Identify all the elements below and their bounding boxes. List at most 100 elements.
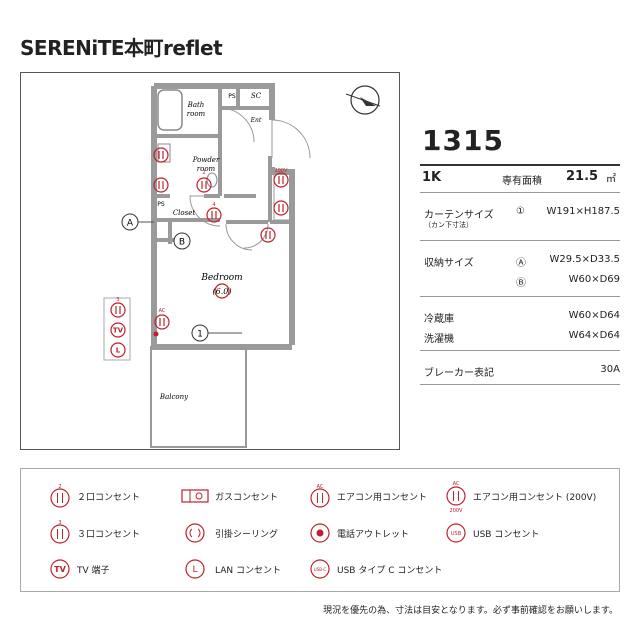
breaker-label: ブレーカー表記 (424, 368, 494, 379)
unit-number: 1315 (422, 124, 504, 157)
label-bath-room: room (187, 110, 206, 118)
kitchen-counter (273, 171, 291, 221)
tv-label: TV (113, 327, 124, 335)
storage-marker-b: B (173, 232, 191, 250)
legend-phone-outlet: 電話アウトレット (337, 530, 410, 540)
label-closet: Closet (173, 209, 196, 217)
label-bath: Bath (187, 101, 205, 109)
curtain-value: W191×H187.5 (546, 206, 620, 217)
tv-terminal-icon (110, 322, 126, 338)
storage-label: 収納サイズ (424, 258, 474, 269)
svg-text:L: L (192, 565, 197, 575)
svg-text:2: 2 (58, 484, 61, 490)
label-powder: Powder (192, 156, 220, 164)
svg-text:3: 3 (58, 520, 61, 526)
area-label: 専有面積 (502, 176, 542, 187)
bathtub (157, 89, 183, 131)
ac-200v-outlet-icon (273, 172, 289, 188)
spec-divider (420, 240, 620, 241)
curtain-marker-1: 1 (191, 324, 242, 342)
label-ent: Ent (250, 117, 262, 124)
area-value: 21.5 (566, 169, 599, 184)
svg-text:200V: 200V (450, 508, 464, 514)
outlet-4-icon (206, 207, 222, 223)
legend-ceiling-hook: 引掛シーリング (215, 530, 279, 540)
fridge-value: W60×D64 (568, 310, 620, 321)
area-unit: ㎡ (606, 174, 616, 185)
disclaimer-note: 現況を優先の為、寸法は目安となります。必ず事前確認をお願いします。 (323, 606, 618, 616)
curtain-marker: ① (516, 206, 525, 217)
breaker-value: 30A (600, 364, 620, 375)
tv-terminal-icon: TV (50, 559, 70, 579)
outlet-3-icon: 3 (50, 520, 70, 544)
spec-divider (420, 350, 620, 351)
floor-plan-frame (20, 72, 400, 450)
lan-outlet-icon: L (185, 559, 205, 579)
phone-outlet-icon (153, 331, 159, 337)
inner-walls (154, 86, 292, 244)
storage-a-value: W29.5×D33.5 (549, 254, 621, 265)
svg-text:1: 1 (197, 330, 203, 340)
outlet-2-icon: 2 (50, 484, 70, 508)
spec-divider (420, 296, 620, 297)
north-arrow-icon (345, 85, 381, 115)
legend-outlet-2: ２口コンセント (77, 493, 141, 503)
fridge-label: 冷蔵庫 (424, 314, 454, 325)
label-balcony: Balcony (159, 393, 189, 401)
wall-panel (103, 297, 131, 361)
legend-ac-200v-outlet: エアコン用コンセント (200V) (473, 493, 597, 503)
legend-tv-terminal: TV 端子 (77, 566, 110, 576)
svg-text:A: A (127, 219, 134, 229)
outlet-2-icon (273, 200, 289, 216)
label-ps-2: PS (157, 201, 165, 208)
svg-text:AC: AC (453, 481, 460, 487)
svg-text:B: B (179, 238, 185, 248)
legend-panel: 2 ２口コンセント ガスコンセント AC エアコン用コンセント AC 200V … (20, 468, 620, 592)
spec-divider (420, 384, 620, 385)
balcony (150, 346, 247, 448)
lan-outlet-icon (110, 342, 126, 358)
outlet-2-icon (153, 147, 169, 163)
outlet-num-3: 3 (116, 297, 119, 303)
curtain-note: （カン下寸法） (424, 221, 473, 229)
curtain-label: カーテンサイズ (424, 210, 494, 221)
outlet-3-icon (110, 302, 126, 318)
label-powder-room: room (197, 165, 216, 173)
ac-200v-outlet-icon: AC 200V (446, 481, 466, 514)
ceiling-hook-icon (214, 283, 230, 299)
storage-marker-a: A (121, 213, 154, 231)
storage-b-marker: Ⓑ (516, 278, 526, 289)
ac-outlet-icon: AC (310, 484, 330, 508)
ac-outlet-icon (154, 314, 170, 330)
outlet-num-ac: AC (159, 308, 166, 314)
legend-outlet-3: ３口コンセント (77, 530, 141, 540)
legend-lan-outlet: LAN コンセント (215, 566, 281, 576)
usb-outlet-icon: USB (446, 523, 466, 543)
outlet-2-icon (196, 177, 212, 193)
legend-usb-outlet: USB コンセント (473, 530, 540, 540)
legend-gas-outlet: ガスコンセント (215, 493, 279, 503)
svg-text:TV: TV (54, 565, 66, 574)
property-title: SERENiTE本町reflet (20, 36, 223, 60)
outlet-num-200v: 200V (275, 168, 289, 174)
washer-value: W64×D64 (568, 330, 620, 341)
washer-label: 洗濯機 (424, 334, 454, 345)
svg-text:USB-C: USB-C (314, 567, 327, 572)
outlet-num-2: 2 (202, 170, 205, 176)
legend-usb-c-outlet: USB タイプ C コンセント (337, 566, 443, 576)
label-sc: SC (251, 92, 262, 100)
floor-plan: Bath room PS SC Ent Powder room PS Close… (103, 83, 381, 448)
toilet (206, 172, 218, 188)
layout-type: 1K (422, 170, 442, 185)
svg-text:USB: USB (451, 531, 462, 537)
gas-outlet-icon (181, 489, 209, 503)
ceiling-hook-icon (185, 523, 205, 543)
outlet-3-icon (260, 227, 276, 243)
label-bedroom-size: (6.0) (213, 287, 232, 296)
washbasin (157, 143, 171, 163)
usb-c-outlet-icon: USB-C (310, 559, 330, 579)
outlet-2-icon (153, 177, 169, 193)
storage-a-marker: Ⓐ (516, 258, 526, 269)
label-bedroom: Bedroom (200, 273, 242, 283)
lan-label: L (116, 347, 121, 355)
